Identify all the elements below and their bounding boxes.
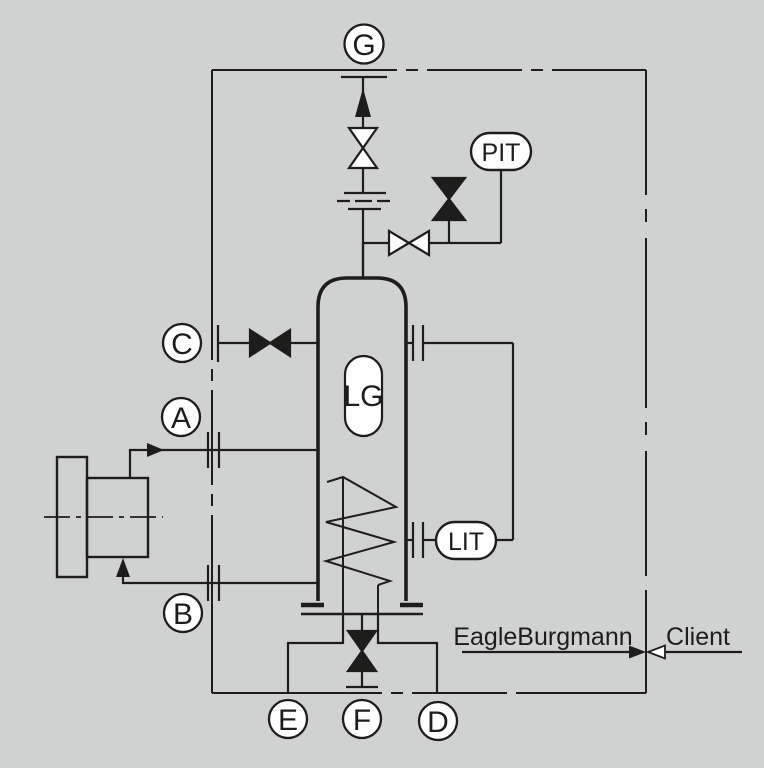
drain-lines <box>286 613 439 692</box>
label-circle-a <box>160 396 202 438</box>
client-arrow-left-icon <box>645 644 666 660</box>
level-gauge: LG <box>343 354 384 438</box>
level-gauge-capsule <box>343 354 384 438</box>
flow-arrow-up-icon <box>355 88 371 117</box>
lit-tag: LIT <box>448 528 484 556</box>
label-g: G <box>352 29 375 62</box>
label-c: C <box>171 328 193 361</box>
label-circle-d <box>417 700 459 742</box>
lit-loop <box>406 325 515 561</box>
lit-bubble <box>434 520 498 561</box>
pit-bubble <box>469 131 533 172</box>
label-e: E <box>278 704 298 737</box>
label-d: D <box>427 706 449 739</box>
label-b: B <box>173 598 193 631</box>
vessel-shell <box>316 276 408 601</box>
pit-branch-valve-open-icon <box>387 229 431 257</box>
coil-zigzag <box>322 475 399 586</box>
label-f: F <box>353 704 371 737</box>
supplier-arrow-right-icon <box>629 645 646 659</box>
flow-arrow-right-icon <box>147 443 164 457</box>
label-circle-c <box>161 322 203 364</box>
spectacle-blind-icon <box>337 191 392 211</box>
label-a: A <box>171 402 191 435</box>
pump-unit <box>44 455 163 579</box>
scope-boundary <box>211 69 647 694</box>
label-circle-e <box>267 698 309 740</box>
label-circle-g <box>343 23 385 65</box>
nozzle-c <box>216 325 318 362</box>
label-circle-f <box>341 698 383 740</box>
b-pipe-to-pump <box>121 575 318 585</box>
flow-arrow-up-pump-icon <box>116 558 130 577</box>
heating-coil <box>322 475 399 613</box>
vent-line-g <box>337 75 392 278</box>
pit-tag: PIT <box>482 139 521 167</box>
drain-e-line <box>286 613 345 692</box>
c-valve-closed-icon <box>248 327 292 359</box>
connection-label-texts: G C A B E F D <box>171 29 449 739</box>
nozzle-a <box>128 432 318 478</box>
nozzle-b <box>116 558 318 601</box>
label-circle-b <box>162 592 204 634</box>
vent-valve-closed-icon <box>430 176 468 222</box>
connection-labels <box>160 23 459 742</box>
a-pipe-from-pump <box>128 448 318 478</box>
level-gauge-tag: LG <box>343 380 383 413</box>
drain-f-valve-closed-icon <box>345 629 379 673</box>
client-label: Client <box>666 623 730 651</box>
scope-split-annotation: EagleBurgmann Client <box>453 623 742 660</box>
g-valve-open-icon <box>346 126 380 170</box>
drain-d-line <box>376 613 439 692</box>
pit-branch <box>363 131 533 257</box>
supplier-label: EagleBurgmann <box>453 623 632 651</box>
